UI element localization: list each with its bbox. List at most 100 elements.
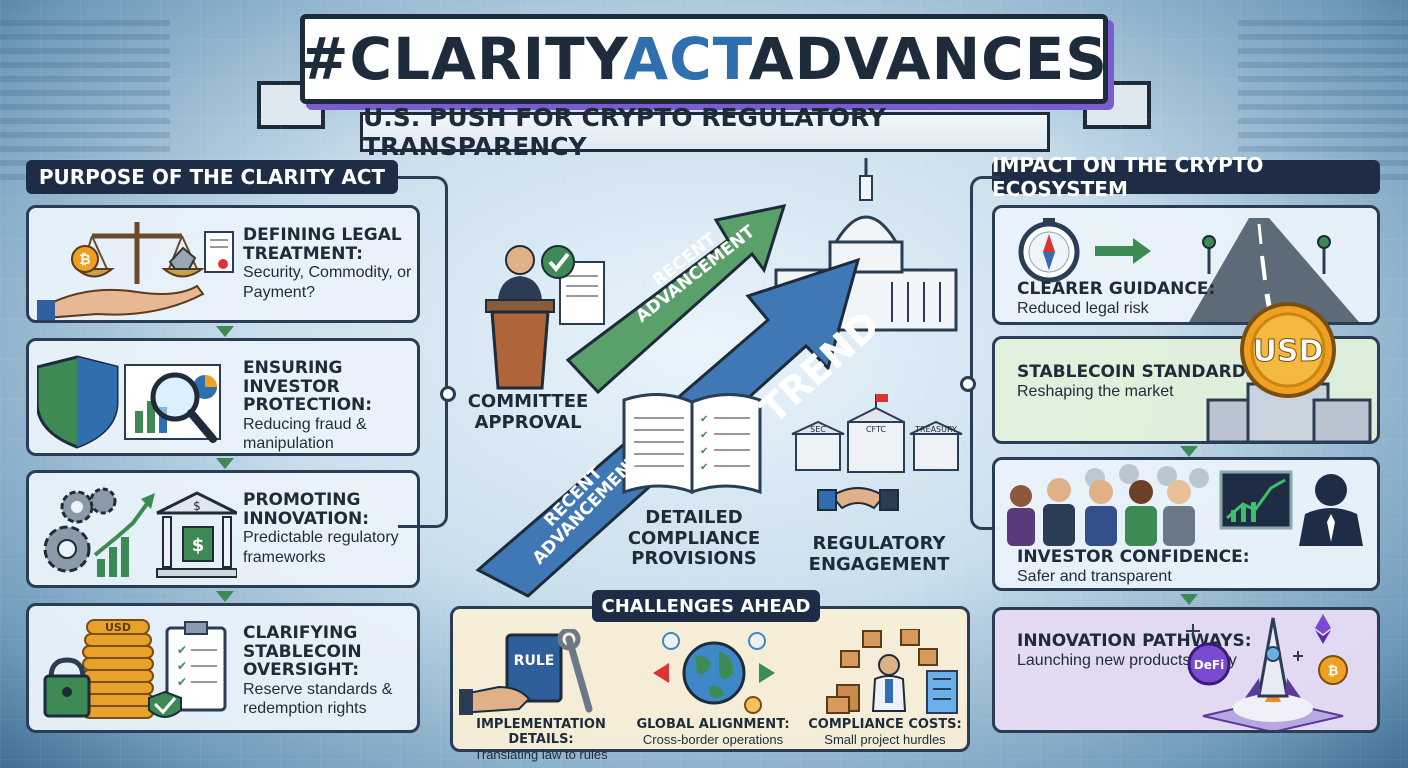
purpose-card-innovation: $ $ PROMOTING INNOVATION: Predictable re… xyxy=(26,470,420,588)
challenge-title: COMPLIANCE COSTS: xyxy=(808,717,962,732)
agency-cftc-label: CFTC xyxy=(866,425,886,434)
regulatory-engagement-label: REGULATORY ENGAGEMENT xyxy=(806,533,952,575)
detailed-provisions-label: DETAILED COMPLIANCE PROVISIONS xyxy=(622,507,766,570)
card-desc: Predictable regulatory frameworks xyxy=(243,529,399,566)
svg-text:$: $ xyxy=(192,535,205,556)
svg-text:✔: ✔ xyxy=(700,430,708,441)
card-desc: Security, Commodity, or Payment? xyxy=(243,264,412,301)
card-title: INVESTOR CONFIDENCE: xyxy=(1017,547,1250,567)
investors-icon xyxy=(999,462,1377,551)
committee-label-line-2: APPROVAL xyxy=(474,411,582,433)
agency-sec-label: SEC xyxy=(810,425,826,434)
usd-coin-icon: USD xyxy=(1204,300,1374,453)
impact-card-confidence-text: INVESTOR CONFIDENCE: Safer and transpare… xyxy=(1017,548,1250,586)
compass-road-icon xyxy=(999,214,1369,322)
challenge-implementation: IMPLEMENTATION DETAILS: Translating law … xyxy=(457,717,625,762)
boxes-person-icon xyxy=(823,628,963,720)
impact-card-innovation: INNOVATION PATHWAYS: Launching new produ… xyxy=(992,607,1380,733)
purpose-card-legal: ₿ DEFINING LEGAL TREATMENT: Security, Co… xyxy=(26,205,420,323)
title-part-3: ADVANCES xyxy=(748,25,1109,93)
handshake-icon xyxy=(817,487,899,511)
card-desc: Reshaping the market xyxy=(1017,382,1174,400)
svg-text:$: $ xyxy=(193,499,201,513)
svg-text:USD: USD xyxy=(105,621,131,634)
card-desc: Reserve standards & redemption rights xyxy=(243,681,393,718)
card-desc: Launching new products safely xyxy=(1017,651,1237,669)
svg-text:✔: ✔ xyxy=(700,414,708,425)
chevron-down-icon xyxy=(1180,446,1198,457)
regulatory-label-line-1: REGULATORY xyxy=(812,533,946,554)
purpose-card-stablecoin: USD ✔ ✔ ✔ CLARIFYING STABLECOIN OVERSIGH… xyxy=(26,603,420,733)
purpose-card-legal-text: DEFINING LEGAL TREATMENT: Security, Comm… xyxy=(243,225,417,302)
chevron-down-icon xyxy=(216,591,234,602)
right-connector-bracket xyxy=(970,176,1000,530)
svg-text:✔: ✔ xyxy=(177,659,187,673)
rocket-icon: DeFi ₿ xyxy=(1173,612,1373,730)
card-desc: Reduced legal risk xyxy=(1017,299,1149,317)
agency-treasury-label: TREASURY xyxy=(914,425,957,434)
svg-text:₿: ₿ xyxy=(79,252,90,268)
left-column-header: PURPOSE OF THE CLARITY ACT xyxy=(26,160,398,194)
challenges-header: CHALLENGES AHEAD xyxy=(592,590,820,622)
challenge-title: GLOBAL ALIGNMENT: xyxy=(636,717,790,732)
globe-icon xyxy=(649,629,779,720)
impact-card-stablecoin-text: STABLECOIN STANDARDS: Reshaping the mark… xyxy=(1017,363,1265,401)
rule-label: RULE xyxy=(514,653,555,669)
background-server-right xyxy=(1238,20,1408,180)
connector-node xyxy=(960,376,976,392)
left-connector-bracket xyxy=(398,176,448,528)
detailed-label-line-1: DETAILED xyxy=(645,507,743,528)
card-title: CLARIFYING STABLECOIN OVERSIGHT: xyxy=(243,623,362,681)
card-desc: Safer and transparent xyxy=(1017,567,1172,585)
agencies-icon xyxy=(791,394,963,473)
impact-card-guidance-text: CLEARER GUIDANCE: Reduced legal risk xyxy=(1017,280,1215,318)
challenge-desc: Cross-border operations xyxy=(642,732,784,747)
committee-approval-label: COMMITTEE APPROVAL xyxy=(466,391,590,433)
purpose-card-investor-text: ENSURING INVESTOR PROTECTION: Reducing f… xyxy=(243,358,417,453)
svg-text:₿: ₿ xyxy=(1328,664,1339,679)
svg-text:✔: ✔ xyxy=(177,643,187,657)
shield-magnifier-icon xyxy=(35,347,237,453)
chevron-down-icon xyxy=(216,458,234,469)
open-book-icon: ✔✔✔✔ xyxy=(622,392,762,495)
detailed-label-line-3: PROVISIONS xyxy=(631,548,757,570)
title-banner: #CLARITYACTADVANCES xyxy=(257,14,1151,129)
challenge-costs: COMPLIANCE COSTS: Small project hurdles xyxy=(805,717,965,747)
title-part-2: ACT xyxy=(623,25,749,93)
impact-card-guidance: CLEARER GUIDANCE: Reduced legal risk xyxy=(992,205,1380,325)
connector-node xyxy=(440,386,456,402)
usd-coin-label: USD xyxy=(1253,334,1324,369)
card-title: ENSURING INVESTOR PROTECTION: xyxy=(243,358,373,416)
speaker-podium-icon xyxy=(485,245,605,390)
gears-bank-icon: $ $ xyxy=(37,479,238,585)
card-title: CLEARER GUIDANCE: xyxy=(1017,279,1216,299)
subtitle: U.S. PUSH FOR CRYPTO REGULATORY TRANSPAR… xyxy=(360,103,1050,161)
center-illustration: ✔✔✔✔ SEC CFTC TREASURY xyxy=(448,150,968,615)
card-title: DEFINING LEGAL TREATMENT: xyxy=(243,225,402,264)
card-title: STABLECOIN STANDARDS: xyxy=(1017,362,1265,382)
right-column-header: IMPACT ON THE CRYPTO ECOSYSTEM xyxy=(992,153,1380,201)
svg-text:✔: ✔ xyxy=(700,462,708,473)
defi-label: DeFi xyxy=(1194,658,1224,672)
page-title: #CLARITYACTADVANCES xyxy=(300,25,1108,93)
purpose-card-stablecoin-text: CLARIFYING STABLECOIN OVERSIGHT: Reserve… xyxy=(243,623,417,718)
rulebook-icon: RULE xyxy=(458,627,609,720)
purpose-card-innovation-text: PROMOTING INNOVATION: Predictable regula… xyxy=(243,490,417,567)
svg-text:✔: ✔ xyxy=(177,675,187,689)
detailed-label-line-2: COMPLIANCE xyxy=(627,527,761,549)
card-title: PROMOTING INNOVATION: xyxy=(243,490,370,529)
card-desc: Reducing fraud & manipulation xyxy=(243,416,367,453)
regulatory-label-line-2: ENGAGEMENT xyxy=(808,553,950,575)
challenge-desc: Small project hurdles xyxy=(824,732,946,747)
challenge-global: GLOBAL ALIGNMENT: Cross-border operation… xyxy=(635,717,791,747)
impact-card-confidence: INVESTOR CONFIDENCE: Safer and transpare… xyxy=(992,457,1380,591)
committee-label-line-1: COMMITTEE xyxy=(467,391,589,412)
title-part-1: #CLARITY xyxy=(299,25,624,93)
chevron-down-icon xyxy=(216,326,234,337)
challenges-panel: RULE xyxy=(450,606,970,762)
chevron-down-icon xyxy=(1180,594,1198,605)
scales-icon: ₿ xyxy=(37,214,237,320)
coins-clipboard-icon: USD ✔ ✔ ✔ xyxy=(37,612,237,719)
challenge-desc: Translating law to rules xyxy=(474,747,608,762)
purpose-card-investor: ENSURING INVESTOR PROTECTION: Reducing f… xyxy=(26,338,420,456)
